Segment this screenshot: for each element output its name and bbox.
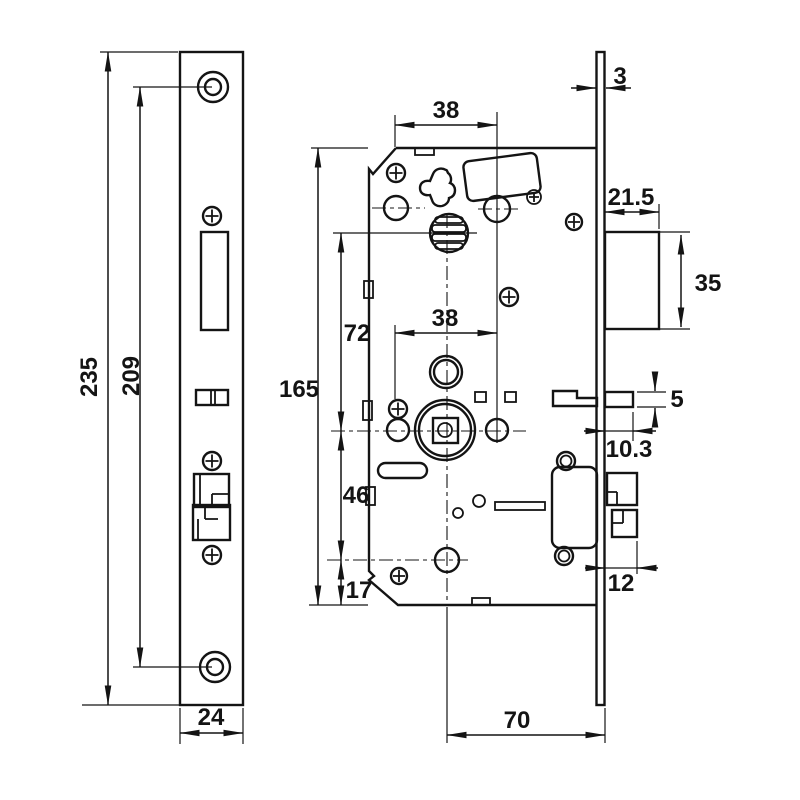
screw-icon xyxy=(201,450,223,472)
guide-hole xyxy=(482,194,512,224)
dim-latch-to-hub-label: 72 xyxy=(344,320,371,347)
cylinder-hole xyxy=(428,354,464,390)
status-indicator-window xyxy=(194,388,230,407)
screw-icon xyxy=(564,212,584,232)
edge-tab xyxy=(363,280,374,299)
dim-hub-to-deadbolt: 46 xyxy=(337,430,370,561)
edge-tab xyxy=(362,400,373,421)
slot-opening xyxy=(376,461,429,480)
faceplate-edge xyxy=(595,50,606,707)
dim-backset-label: 70 xyxy=(504,707,531,734)
dim-latch-face-height-label: 35 xyxy=(695,270,722,297)
guide-hole xyxy=(382,194,410,222)
square-hole xyxy=(474,391,487,403)
dim-plate-width-label: 24 xyxy=(198,704,225,731)
dim-latch-body-depth-label: 21.5 xyxy=(608,184,655,211)
cam-plate xyxy=(418,167,457,208)
dim-hole-spacing: 209 xyxy=(118,86,212,668)
dim-case-height: 165 xyxy=(279,147,368,606)
screw-icon xyxy=(387,398,409,420)
dim-plate-thickness: 3 xyxy=(571,63,631,92)
screw-icon xyxy=(389,566,409,586)
latch-bolt-side xyxy=(603,230,690,331)
dim-hub-offset-mid-label: 38 xyxy=(432,305,459,332)
dim-deadbolt-throw: 12 xyxy=(585,541,658,597)
lever-slot xyxy=(494,501,546,511)
faceplate-edge-view xyxy=(550,50,690,707)
dim-backset: 70 xyxy=(446,707,606,743)
bottom-tab xyxy=(471,597,491,606)
screw-icon xyxy=(201,544,223,566)
dim-latch-to-hub: 72 xyxy=(337,232,371,432)
dim-plate-width: 24 xyxy=(179,704,244,744)
square-hole xyxy=(504,391,517,403)
top-tab xyxy=(414,147,435,156)
dim-latch-face-height: 35 xyxy=(677,234,722,328)
deadbolt-case-side xyxy=(550,450,599,567)
dimension-annotations: 235 209 24 38 38 72 xyxy=(76,51,722,744)
pin-hole xyxy=(472,494,486,508)
dim-hub-to-deadbolt-label: 46 xyxy=(343,482,370,509)
screw-icon xyxy=(526,189,542,205)
edge-tab xyxy=(365,486,376,506)
lock-case-view xyxy=(327,112,597,743)
pin-hole xyxy=(452,507,464,519)
dim-aux-bolt-thickness-label: 5 xyxy=(670,386,683,413)
deadbolt-front-view xyxy=(191,472,232,542)
dim-deadbolt-throw-label: 12 xyxy=(608,570,635,597)
screw-icon xyxy=(201,205,223,227)
spindle-follower xyxy=(413,398,477,462)
dim-plate-height-label: 235 xyxy=(76,357,103,397)
dim-hub-offset-mid: 38 xyxy=(394,305,498,399)
dim-deadbolt-to-bottom: 17 xyxy=(337,559,373,606)
dim-hole-spacing-label: 209 xyxy=(118,356,145,396)
dim-plate-thickness-label: 3 xyxy=(613,63,626,90)
deadbolt-hub-hole xyxy=(433,546,461,574)
screw-icon xyxy=(498,286,520,308)
dim-hub-offset-top-label: 38 xyxy=(433,97,460,124)
dim-latch-body-depth: 21.5 xyxy=(604,184,660,229)
dim-deadbolt-to-bottom-label: 17 xyxy=(346,577,373,604)
faceplate-outline xyxy=(178,50,245,707)
aux-bolt-side xyxy=(551,389,635,409)
fixing-hole xyxy=(484,417,510,443)
fixing-hole xyxy=(385,417,411,443)
dim-case-height-label: 165 xyxy=(279,376,319,403)
screw-icon xyxy=(385,162,407,184)
dim-aux-bolt-throw: 10.3 xyxy=(584,412,656,463)
deadbolt-side xyxy=(605,471,639,539)
faceplate-front-view xyxy=(178,50,245,707)
latch-spindle xyxy=(428,212,470,254)
latch-opening xyxy=(199,230,230,332)
dim-plate-height: 235 xyxy=(76,51,244,706)
dim-aux-bolt-throw-label: 10.3 xyxy=(606,436,653,463)
dim-hub-offset-top: 38 xyxy=(394,97,498,147)
dim-aux-bolt-thickness: 5 xyxy=(637,371,684,428)
spring-housing xyxy=(462,151,542,203)
